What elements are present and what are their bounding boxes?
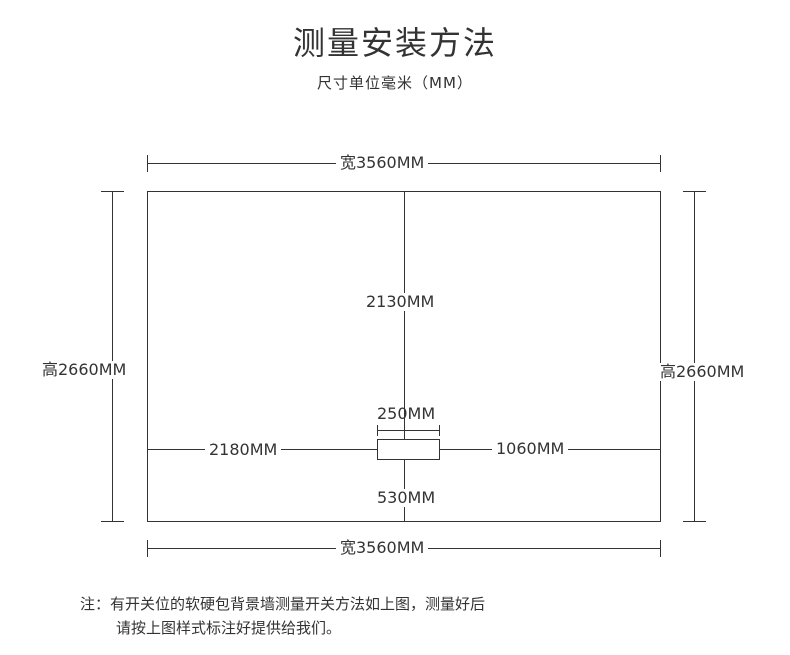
measurement-note: 注：有开关位的软硬包背景墙测量开关方法如上图，测量好后 请按上图样式标注好提供给… <box>80 592 485 640</box>
note-line-1: 注：有开关位的软硬包背景墙测量开关方法如上图，测量好后 <box>80 595 486 613</box>
switch-width-label: 250MM <box>377 404 436 423</box>
switch-bottom-distance-label: 530MM <box>373 489 440 507</box>
page-title: 测量安装方法 <box>292 24 497 62</box>
bottom-width-label: 宽3560MM <box>336 539 429 557</box>
unit-subtitle: 尺寸单位毫米（MM） <box>317 74 473 92</box>
switch-box <box>377 439 440 460</box>
switch-top-distance-label: 2130MM <box>362 293 439 311</box>
right-height-label: 高2660MM <box>656 363 749 381</box>
left-height-label: 高2660MM <box>38 361 131 379</box>
note-line-2: 请按上图样式标注好提供给我们。 <box>116 619 342 637</box>
top-width-label: 宽3560MM <box>336 154 429 172</box>
switch-right-distance-label: 1060MM <box>492 440 569 458</box>
switch-left-distance-label: 2180MM <box>205 441 282 459</box>
